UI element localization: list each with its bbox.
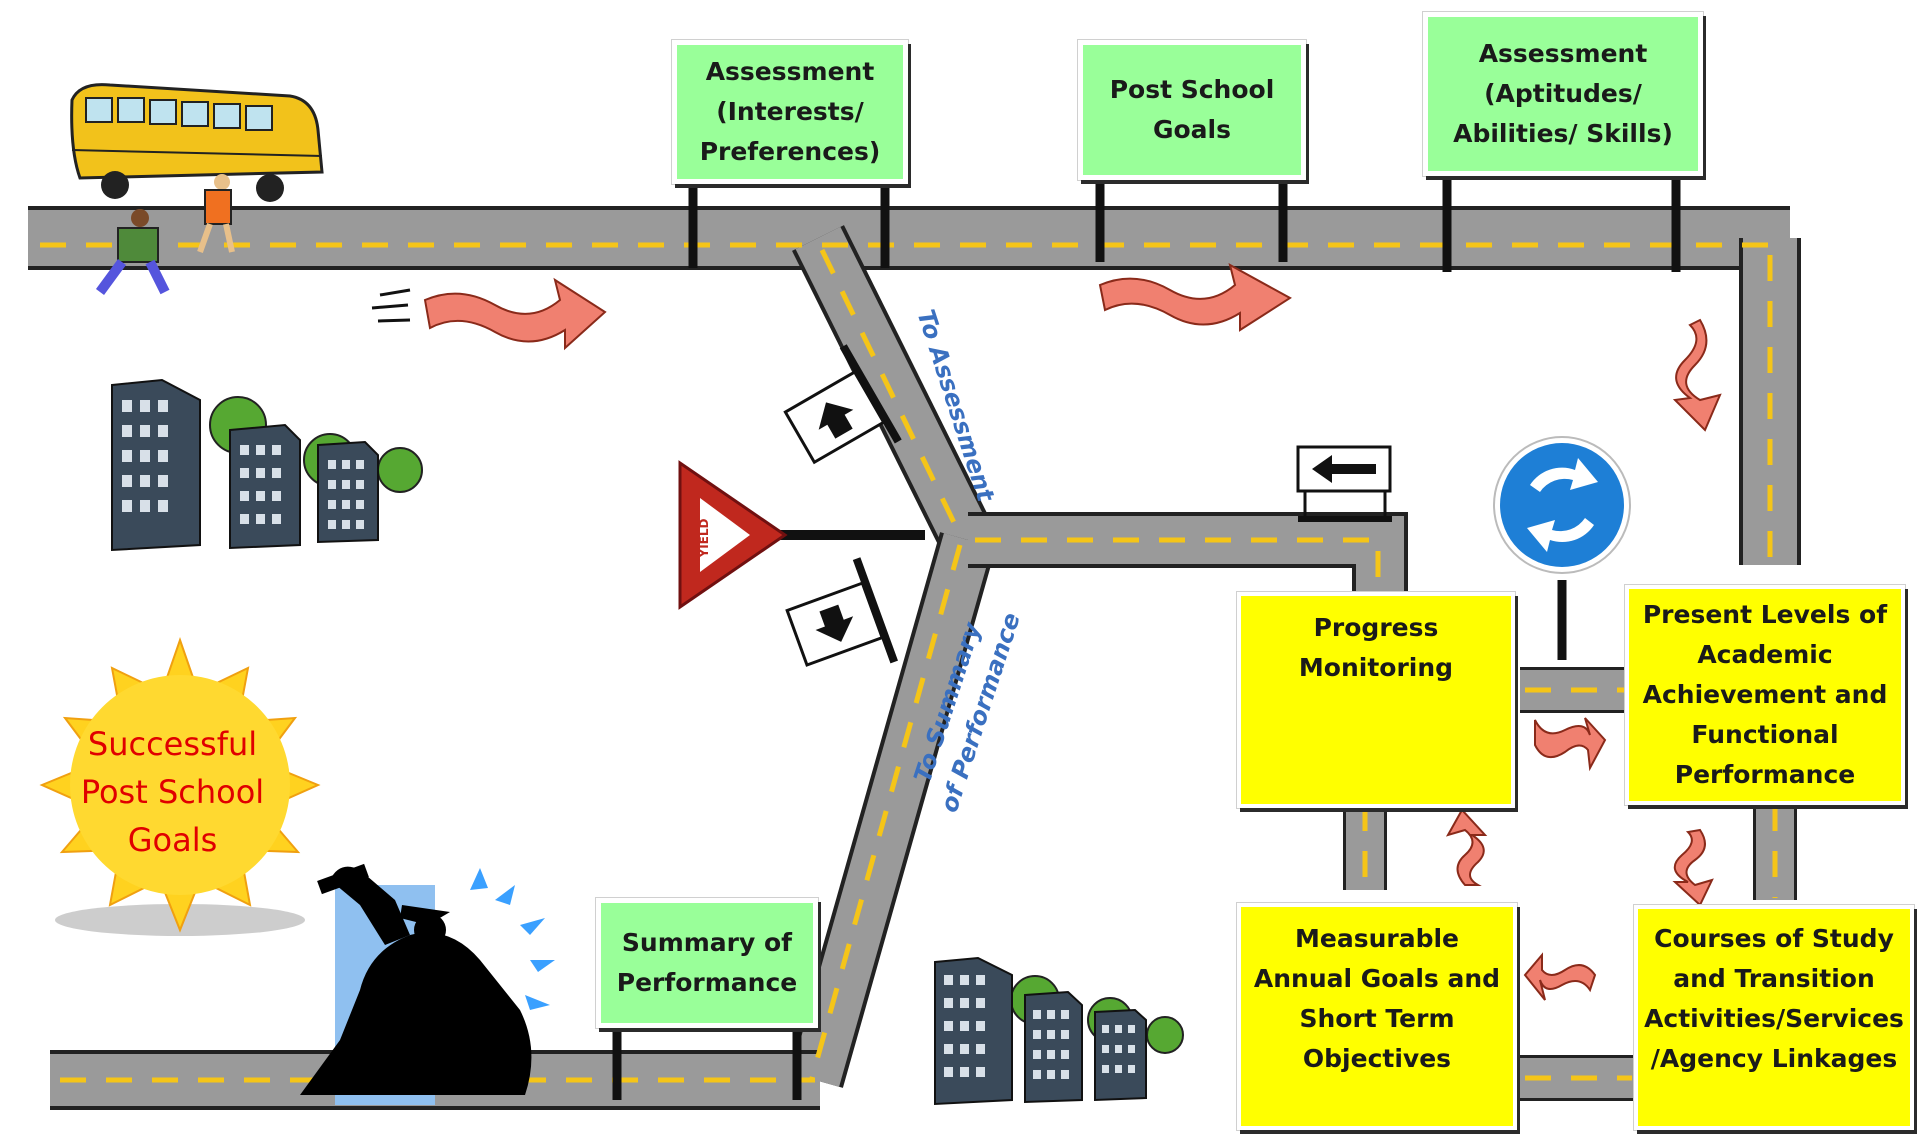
city-buildings-illustration-1 (111, 378, 423, 552)
sun-label: Successful Post School Goals (80, 725, 265, 859)
wavy-arrow-right-3 (1534, 717, 1607, 772)
wavy-arrow-down-2 (1672, 828, 1714, 907)
speed-lines (371, 288, 411, 323)
sign-present-levels: Present Levels of Academic Achievement a… (1625, 585, 1905, 805)
direction-sign-up (783, 344, 902, 465)
sign-measurable-goals: Measurable Annual Goals and Short Term O… (1237, 903, 1517, 1130)
sign-courses-of-study: Courses of Study and Transition Activiti… (1634, 905, 1914, 1130)
graduate-illustration (300, 863, 555, 1105)
direction-sign-left (1296, 445, 1392, 522)
city-buildings-illustration-2 (934, 956, 1184, 1106)
wavy-arrow-down-1 (1672, 318, 1722, 432)
progress-arrows (371, 263, 1722, 1001)
direction-sign-down (785, 557, 898, 667)
sign-summary-of-performance: Summary of Performance (596, 898, 818, 1028)
wavy-arrow-right-2 (1098, 263, 1292, 332)
road-network (28, 206, 1801, 1110)
sign-progress-monitoring: Progress Monitoring (1237, 592, 1515, 808)
sign-posts (612, 172, 1681, 1100)
sign-assessment-aptitudes: Assessment (Aptitudes/ Abilities/ Skills… (1423, 12, 1703, 176)
roundabout-sign-icon (1493, 436, 1631, 574)
wavy-arrow-right-1 (423, 277, 607, 351)
children-running-illustration (95, 174, 235, 295)
sun-illustration (39, 636, 321, 936)
yield-sign: YIELD (678, 460, 925, 610)
sign-post-school-goals: Post School Goals (1078, 40, 1306, 180)
school-bus-illustration (70, 83, 324, 202)
yield-text: YIELD (697, 518, 711, 558)
sign-assessment-interests: Assessment (Interests/ Preferences) (672, 40, 908, 184)
wavy-arrow-left (1523, 952, 1597, 1001)
wavy-arrow-up (1445, 808, 1488, 886)
